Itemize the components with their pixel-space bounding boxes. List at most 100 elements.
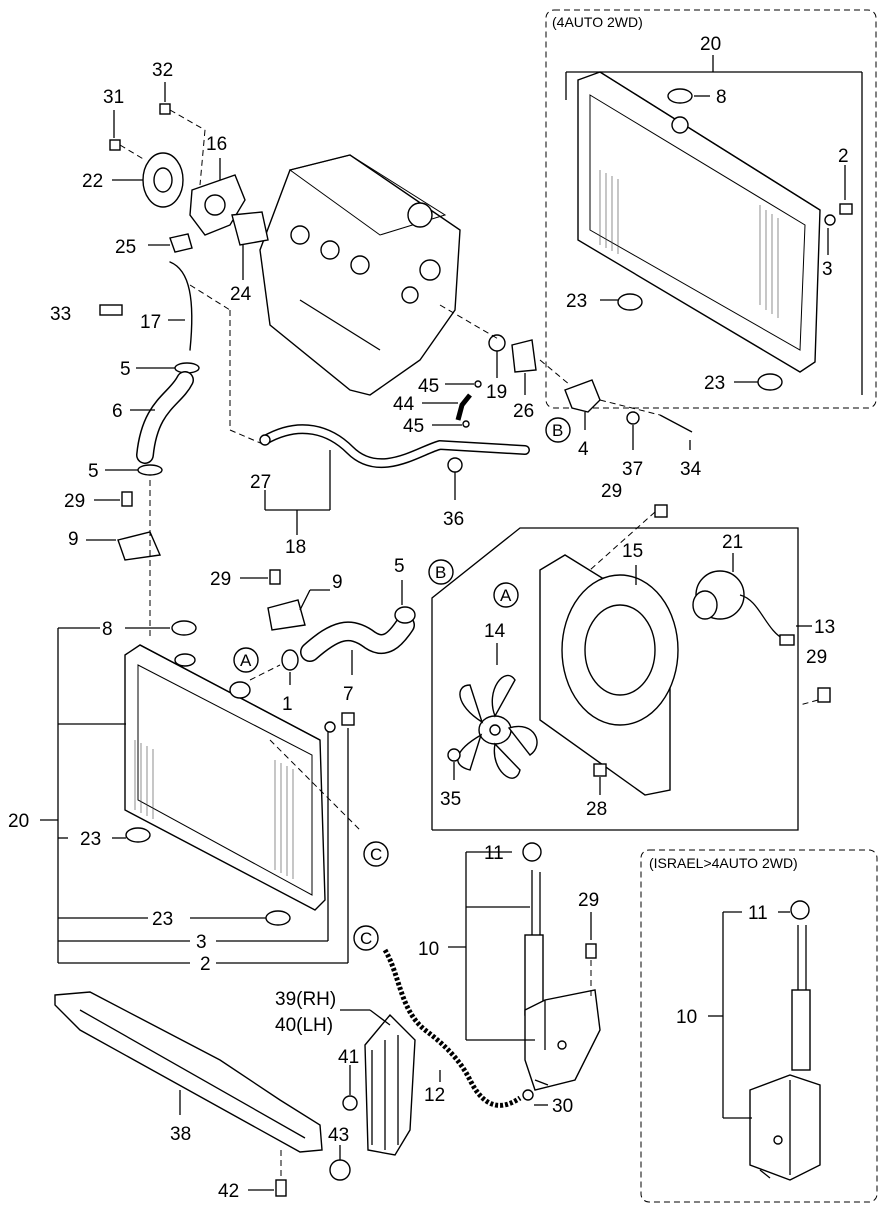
thermostat-19-icon — [488, 334, 506, 352]
part-label-27: 27 — [250, 472, 271, 493]
engine-block-image — [259, 154, 461, 396]
bolt-29-icon — [121, 491, 133, 507]
bolt-28-icon — [593, 763, 607, 777]
nut-36-icon — [447, 457, 463, 473]
gasket-24-icon — [231, 211, 269, 246]
part-label-29: 29 — [601, 481, 622, 502]
part-label-16: 16 — [206, 134, 227, 155]
part-label-11: 11 — [748, 903, 768, 924]
callout-a-marker — [233, 647, 259, 673]
part-label-3: 3 — [196, 932, 207, 953]
part-label-34: 34 — [680, 459, 702, 480]
part-label-43: 43 — [328, 1125, 349, 1146]
part-label-40: 40(LH) — [275, 1015, 333, 1036]
bracket-9-icon — [267, 599, 306, 631]
callout-a-marker — [493, 582, 519, 608]
fan-14-icon — [457, 674, 538, 779]
callout-c-marker — [363, 841, 389, 867]
part-label-1: 1 — [282, 694, 293, 715]
part-label-2: 2 — [838, 146, 849, 167]
part-label-33: 33 — [50, 304, 71, 325]
part-label-44: 44 — [393, 394, 415, 415]
bolt-29-icon — [585, 943, 597, 959]
part-label-9: 9 — [332, 572, 343, 593]
part-label-29: 29 — [806, 647, 827, 668]
water-pump-pulley-icon — [142, 152, 184, 208]
callout-a-label: A — [240, 651, 252, 670]
part-label-32: 32 — [152, 60, 173, 81]
clip-43-icon — [329, 1159, 351, 1181]
callout-b-label: B — [552, 421, 563, 440]
part-label-24: 24 — [230, 284, 252, 305]
part-label-42: 42 — [218, 1181, 239, 1202]
part-label-5: 5 — [120, 359, 131, 380]
part-label-36: 36 — [443, 509, 464, 530]
washer-37-icon — [626, 411, 640, 425]
gasket-25-icon — [169, 233, 193, 253]
clamp-1-icon — [281, 649, 299, 671]
drain-plug-icon — [341, 712, 355, 726]
part-label-37: 37 — [622, 459, 643, 480]
part-label-20: 20 — [700, 34, 721, 55]
part-label-18: 18 — [285, 537, 306, 558]
part-label-14: 14 — [484, 621, 506, 642]
part-label-26: 26 — [513, 401, 534, 422]
part-label-22: 22 — [82, 171, 103, 192]
water-pump-icon — [189, 174, 246, 236]
part-label-35: 35 — [440, 789, 461, 810]
part-label-10: 10 — [676, 1007, 697, 1028]
part-label-11: 11 — [484, 843, 504, 864]
bolt-34-icon — [659, 414, 693, 433]
part-label-23: 23 — [704, 373, 725, 394]
part-label-17: 17 — [140, 312, 161, 333]
part-label-29: 29 — [210, 569, 231, 590]
bolt-29-icon — [269, 569, 281, 585]
part-label-21: 21 — [722, 532, 743, 553]
radiator-cap-icon — [667, 88, 693, 104]
part-label-8: 8 — [102, 619, 113, 640]
part-label-41: 41 — [338, 1047, 359, 1068]
nut-35-icon — [447, 748, 461, 762]
clamp-icon — [394, 606, 416, 624]
overflow-hose-12-icon — [382, 948, 522, 1108]
clip-41-icon — [342, 1095, 358, 1111]
part-label-6: 6 — [112, 401, 123, 422]
mount-rubber-icon — [617, 293, 643, 311]
part-label-8: 8 — [716, 87, 727, 108]
part-label-38: 38 — [170, 1124, 191, 1145]
bolt-29-icon — [817, 687, 831, 703]
radiator-cap-icon — [171, 620, 197, 636]
gasket-icon — [824, 214, 836, 226]
part-label-4: 4 — [578, 439, 589, 460]
part-label-5: 5 — [88, 461, 99, 482]
part-label-3: 3 — [822, 259, 833, 280]
inset-radiator-image — [577, 71, 821, 373]
bolt-33-icon — [99, 304, 123, 316]
part-label-19: 19 — [486, 382, 507, 403]
part-label-45: 45 — [418, 376, 439, 397]
callout-c-label: C — [360, 929, 372, 948]
air-guard-38-icon — [54, 991, 323, 1153]
gasket-26-icon — [511, 339, 537, 373]
callout-c-label: C — [370, 845, 382, 864]
part-label-20: 20 — [8, 811, 29, 832]
bolt-42-icon — [275, 1179, 287, 1197]
callout-b-marker — [428, 559, 454, 585]
part-label-7: 7 — [343, 684, 354, 705]
callout-c-marker — [353, 925, 379, 951]
drain-plug-icon — [839, 203, 853, 215]
part-label-23: 23 — [152, 909, 173, 930]
bolt-29-icon — [654, 504, 668, 518]
part-label-29: 29 — [64, 491, 85, 512]
clip-30-icon — [522, 1089, 534, 1101]
reservoir-10-icon — [524, 870, 601, 1091]
fan-motor-21-icon — [692, 570, 795, 646]
inset-israel-4auto-2wd: (ISRAEL>4AUTO 2WD) 11 10 — [640, 849, 878, 1203]
deflector-39-40-icon — [364, 1013, 416, 1156]
callout-a-label: A — [500, 586, 512, 605]
part-label-5: 5 — [394, 556, 405, 577]
part-label-29: 29 — [578, 890, 599, 911]
part-label-30: 30 — [552, 1096, 573, 1117]
part-label-45: 45 — [403, 416, 424, 437]
